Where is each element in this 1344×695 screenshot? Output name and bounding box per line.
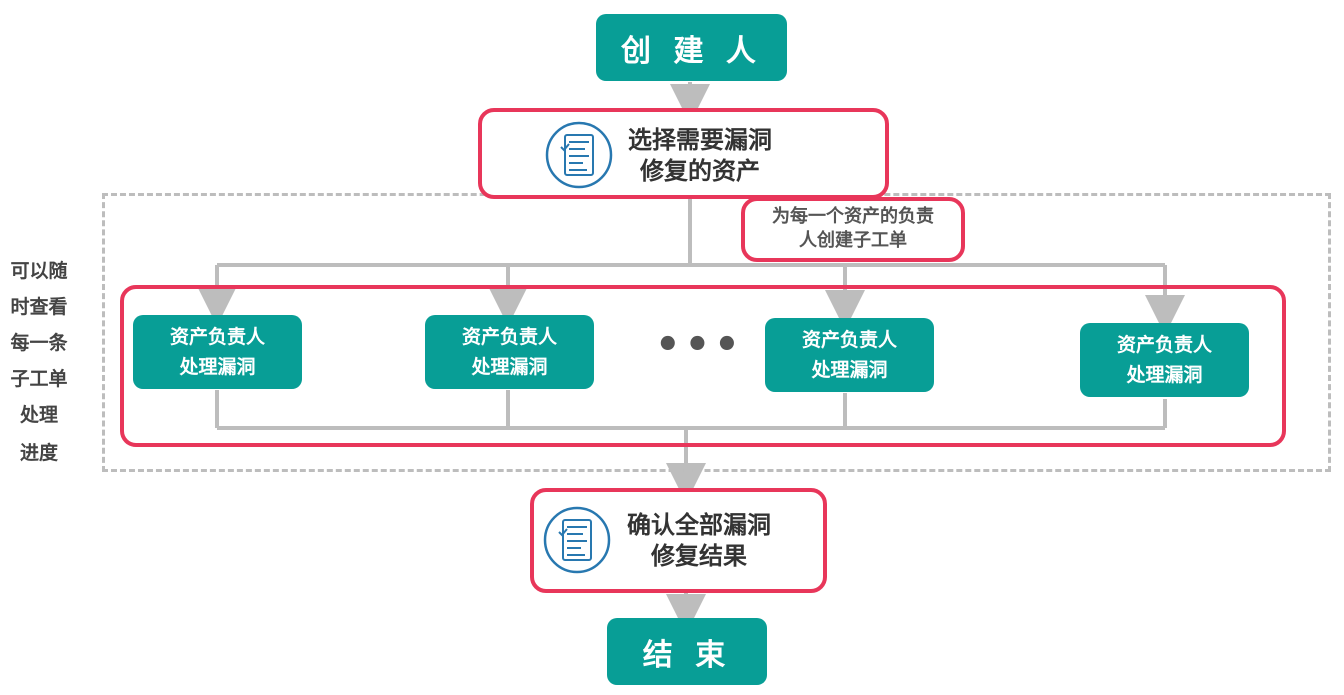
start-node: 创 建 人	[596, 14, 787, 81]
side-label-line3: 每一条	[10, 332, 68, 354]
select-step-text: 选择需要漏洞 修复的资产	[615, 125, 785, 187]
select-step-line2: 修复的资产	[640, 157, 760, 185]
side-label-line5: 处理	[19, 404, 58, 426]
side-label-line2: 时查看	[10, 296, 68, 318]
owner-2-line1: 资产负责人	[461, 326, 557, 348]
side-label: 可以随 时查看 每一条 子工单 处理 进度	[0, 256, 78, 474]
subticket-note-line1: 为每一个资产的负责	[772, 206, 934, 227]
confirm-step-line1: 确认全部漏洞	[627, 511, 771, 539]
checklist-icon	[545, 121, 613, 189]
owner-3-line1: 资产负责人	[801, 329, 897, 351]
start-label: 创 建 人	[621, 33, 762, 69]
subticket-note-box	[741, 197, 965, 262]
end-node: 结 束	[607, 618, 767, 685]
subticket-note-line2: 人创建子工单	[799, 230, 907, 251]
confirm-step-text: 确认全部漏洞 修复结果	[612, 510, 786, 572]
end-label: 结 束	[642, 637, 732, 673]
checklist-icon	[543, 506, 611, 574]
owner-node-2: 资产负责人 处理漏洞	[425, 315, 594, 389]
owner-1-line2: 处理漏洞	[179, 356, 256, 378]
subticket-note-text: 为每一个资产的负责 人创建子工单	[745, 205, 961, 253]
side-label-line1: 可以随	[10, 260, 68, 282]
owner-2-line2: 处理漏洞	[471, 356, 548, 378]
confirm-step-box	[530, 488, 827, 593]
owner-1-line1: 资产负责人	[169, 326, 265, 348]
ellipsis: •••	[655, 322, 744, 368]
owner-node-4: 资产负责人 处理漏洞	[1080, 323, 1249, 397]
select-step-line1: 选择需要漏洞	[628, 126, 772, 154]
owner-4-line1: 资产负责人	[1116, 334, 1212, 356]
owner-4-line2: 处理漏洞	[1126, 364, 1203, 386]
owners-highlight-box	[120, 285, 1286, 447]
select-step-box	[478, 108, 889, 199]
owner-node-1: 资产负责人 处理漏洞	[133, 315, 302, 389]
owner-node-3: 资产负责人 处理漏洞	[765, 318, 934, 392]
side-label-line4: 子工单	[10, 368, 68, 390]
confirm-step-line2: 修复结果	[651, 542, 747, 570]
side-label-line6: 进度	[19, 442, 58, 464]
owner-3-line2: 处理漏洞	[811, 359, 888, 381]
